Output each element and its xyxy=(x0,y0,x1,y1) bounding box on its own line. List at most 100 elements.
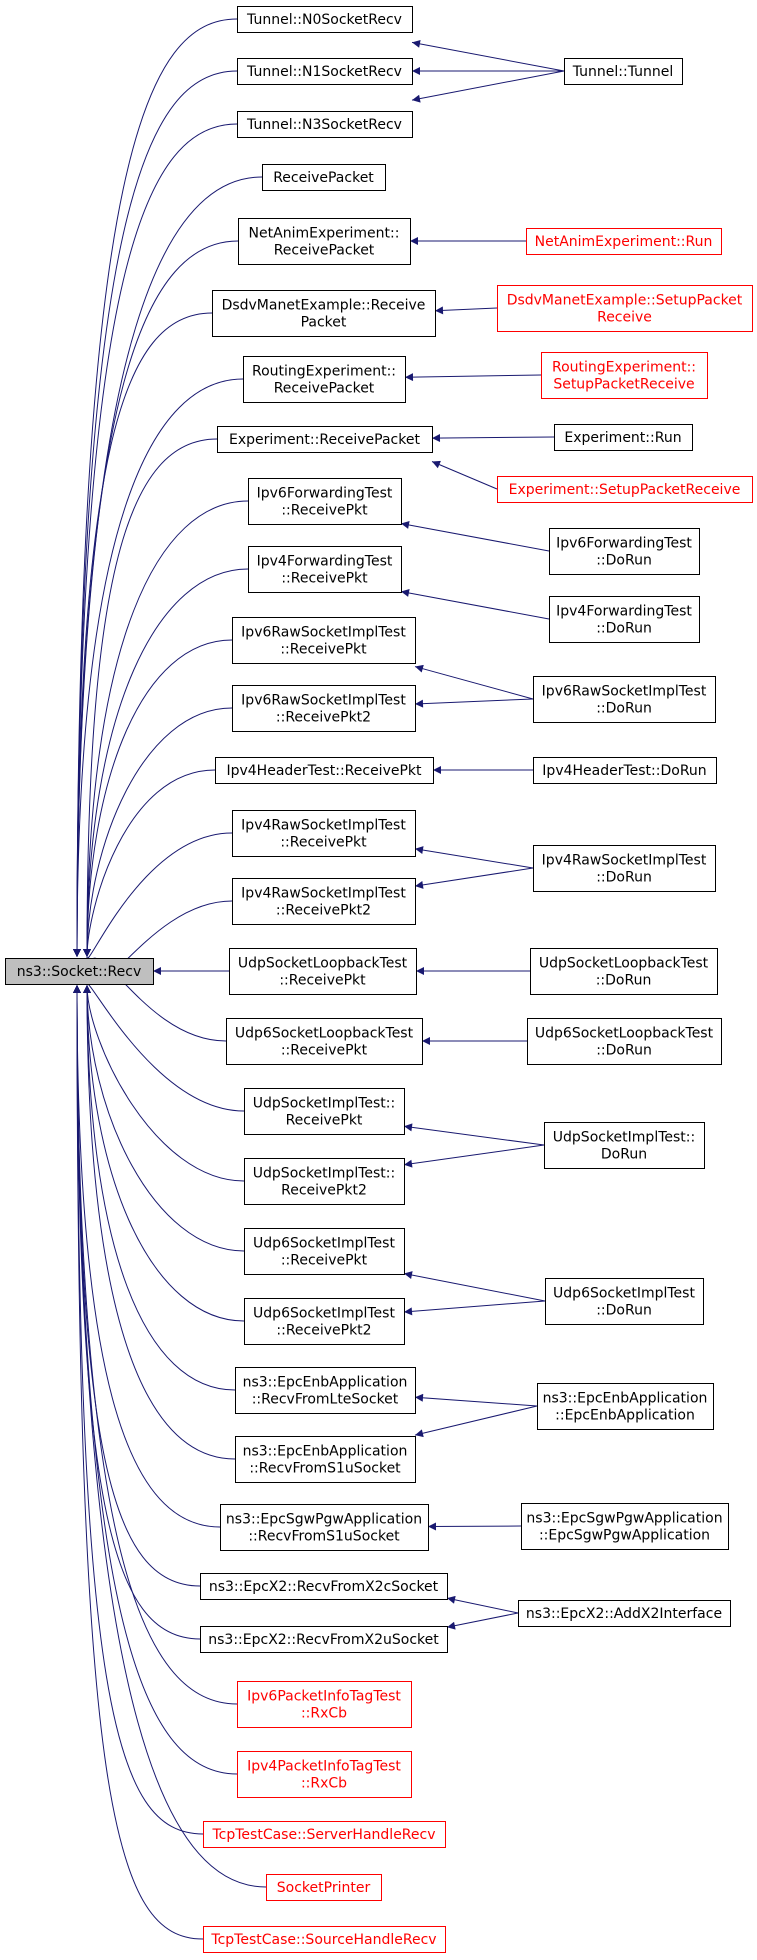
node-label: ::ReceivePkt xyxy=(281,1043,368,1059)
node-box xyxy=(244,1298,405,1345)
function-node: Ipv4ForwardingTest::DoRun xyxy=(549,596,700,643)
function-node[interactable]: SocketPrinter xyxy=(266,1874,382,1901)
call-edge xyxy=(427,1522,522,1531)
call-edge xyxy=(73,984,201,1587)
function-node: Ipv4ForwardingTest::ReceivePkt xyxy=(248,546,402,593)
node-label: UdpSocketImplTest:: xyxy=(253,1096,395,1112)
node-box xyxy=(533,676,716,723)
call-edge xyxy=(73,312,213,958)
node-label: Ipv4PacketInfoTagTest xyxy=(247,1759,401,1775)
node-box xyxy=(235,1436,416,1483)
node-label: ::ReceivePkt2 xyxy=(276,710,371,726)
function-node[interactable]: Ipv4PacketInfoTagTest::RxCb xyxy=(237,1751,412,1798)
call-edge xyxy=(414,846,534,869)
function-node: Ipv6ForwardingTest::DoRun xyxy=(549,528,700,575)
node-box xyxy=(237,58,413,85)
function-node[interactable]: Experiment::SetupPacketReceive xyxy=(497,476,753,503)
node-label: ::RecvFromS1uSocket xyxy=(248,1529,400,1545)
node-label: ::DoRun xyxy=(596,621,652,637)
function-node: Ipv4RawSocketImplTest::DoRun xyxy=(533,845,716,892)
node-box xyxy=(215,757,434,784)
node-label: Ipv4ForwardingTest xyxy=(556,604,692,620)
function-node: ns3::EpcX2::RecvFromX2uSocket xyxy=(200,1626,448,1653)
call-edge xyxy=(83,500,249,958)
function-node[interactable]: Ipv6PacketInfoTagTest::RxCb xyxy=(237,1681,412,1728)
function-node: NetAnimExperiment::ReceivePacket xyxy=(238,218,411,265)
call-edge xyxy=(83,438,218,958)
function-node: Ipv4HeaderTest::DoRun xyxy=(533,757,717,784)
node-label: Ipv4RawSocketImplTest xyxy=(241,886,406,902)
node-box xyxy=(549,528,700,575)
node-label: ::ReceivePkt xyxy=(281,503,368,519)
function-node: DsdvManetExample::ReceivePacket xyxy=(212,290,436,337)
node-box xyxy=(544,1122,705,1169)
function-node[interactable]: TcpTestCase::SourceHandleRecv xyxy=(203,1926,446,1953)
node-label: ns3::EpcX2::RecvFromX2uSocket xyxy=(208,1632,439,1648)
node-label: Udp6SocketImplTest xyxy=(253,1306,395,1322)
function-node: RoutingExperiment::ReceivePacket xyxy=(243,356,406,403)
node-box xyxy=(232,685,416,732)
node-box xyxy=(237,1681,412,1728)
node-box xyxy=(229,948,417,995)
node-label: ::DoRun xyxy=(596,973,652,989)
call-edge xyxy=(83,639,233,958)
node-box xyxy=(200,1626,448,1653)
node-label: RoutingExperiment:: xyxy=(552,360,696,376)
call-edge xyxy=(446,1595,519,1614)
node-label: Udp6SocketLoopbackTest xyxy=(235,1026,414,1042)
function-node: Tunnel::N1SocketRecv xyxy=(237,58,413,85)
node-box xyxy=(203,1821,446,1848)
call-edge xyxy=(403,1271,546,1302)
node-label: UdpSocketImplTest:: xyxy=(553,1130,695,1146)
node-label: ::RxCb xyxy=(301,1776,347,1792)
node-label: ReceivePacket xyxy=(274,381,375,397)
node-label: ReceivePkt xyxy=(286,1113,363,1129)
call-edge xyxy=(403,1300,546,1316)
call-edge xyxy=(431,460,498,490)
call-edge xyxy=(83,707,233,958)
node-label: Ipv4ForwardingTest xyxy=(257,554,393,570)
node-label: NetAnimExperiment:: xyxy=(249,226,400,242)
call-edge xyxy=(83,984,236,1391)
call-edge xyxy=(400,589,550,620)
node-box xyxy=(521,1503,729,1550)
function-node: Tunnel::Tunnel xyxy=(564,58,683,85)
function-node: Udp6SocketImplTest::ReceivePkt xyxy=(244,1228,405,1275)
node-label: TcpTestCase::ServerHandleRecv xyxy=(212,1827,436,1843)
call-edge xyxy=(431,434,555,443)
node-label: Tunnel::N1SocketRecv xyxy=(246,64,402,80)
node-box xyxy=(232,617,416,664)
call-edge xyxy=(83,984,245,1322)
function-node[interactable]: TcpTestCase::ServerHandleRecv xyxy=(203,1821,446,1848)
function-node[interactable]: DsdvManetExample::SetupPacketReceive xyxy=(497,285,753,332)
function-node: Tunnel::N0SocketRecv xyxy=(237,6,413,33)
call-edge xyxy=(83,984,236,1460)
node-box xyxy=(262,164,386,191)
node-label: ::ReceivePkt xyxy=(280,835,367,851)
node-label: Tunnel::Tunnel xyxy=(572,64,674,80)
node-box xyxy=(266,1874,382,1901)
node-label: Ipv4RawSocketImplTest xyxy=(542,853,707,869)
function-node: UdpSocketImplTest::ReceivePkt xyxy=(244,1088,405,1135)
node-label: ::DoRun xyxy=(596,870,652,886)
function-node: Experiment::ReceivePacket xyxy=(217,426,433,453)
function-node: Ipv6RawSocketImplTest::DoRun xyxy=(533,676,716,723)
function-node: Tunnel::N3SocketRecv xyxy=(237,111,413,138)
call-edge xyxy=(73,984,221,1528)
node-label: ns3::EpcEnbApplication xyxy=(543,1391,708,1407)
function-node[interactable]: NetAnimExperiment::Run xyxy=(526,228,722,255)
call-edge xyxy=(73,18,238,958)
call-edge xyxy=(403,1144,545,1168)
node-box xyxy=(244,1228,405,1275)
node-label: UdpSocketLoopbackTest xyxy=(539,956,709,972)
node-label: ::DoRun xyxy=(596,1303,652,1319)
function-node: Experiment::Run xyxy=(554,424,693,451)
function-node: ns3::EpcX2::RecvFromX2cSocket xyxy=(200,1573,448,1600)
function-node: ns3::EpcEnbApplication::RecvFromS1uSocke… xyxy=(235,1436,416,1483)
node-box xyxy=(203,1926,446,1953)
function-node[interactable]: RoutingExperiment::SetupPacketReceive xyxy=(541,352,708,399)
node-box xyxy=(564,58,683,85)
node-label: ns3::EpcEnbApplication xyxy=(243,1444,408,1460)
node-box xyxy=(200,1573,448,1600)
function-node: Ipv4HeaderTest::ReceivePkt xyxy=(215,757,434,784)
